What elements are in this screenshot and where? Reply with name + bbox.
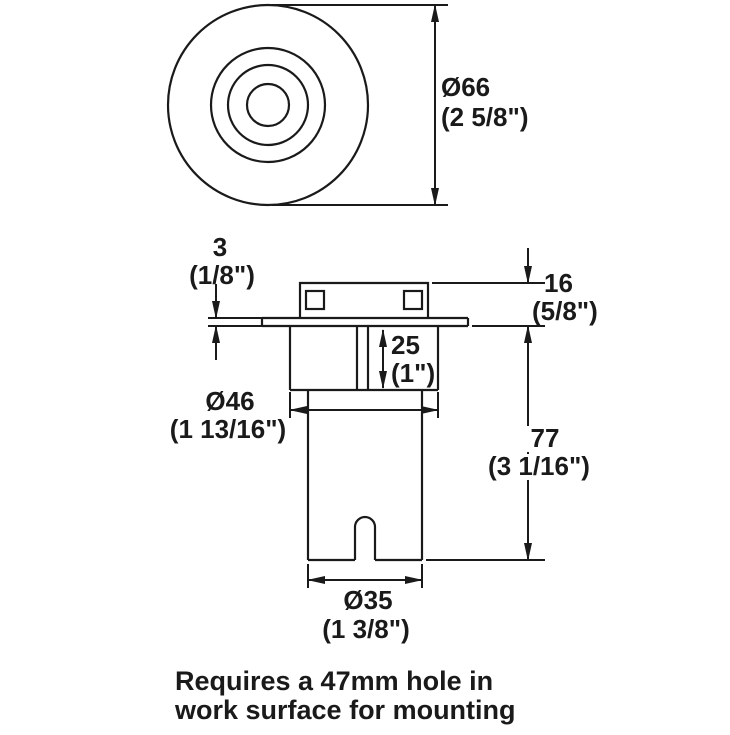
side-section-view <box>260 281 470 562</box>
dimension-labels: Ø66 (2 5/8") 3 (1/8") 16 (5/8") 25 (1") … <box>170 72 598 644</box>
top-view <box>166 3 370 207</box>
dim-66-inches-label: (2 5/8") <box>441 102 528 132</box>
ext-lines-body <box>289 392 439 418</box>
tube-outline <box>306 390 424 562</box>
mounting-note: Requires a 47mm hole in work surface for… <box>174 666 516 725</box>
dim-3-value-label: 3 <box>213 232 227 262</box>
dim-46-value-label: Ø46 <box>205 386 254 416</box>
mounting-note-line2: work surface for mounting <box>174 695 516 725</box>
body-outline <box>288 326 440 392</box>
dim-25-inches-label: (1") <box>391 358 435 388</box>
dim-77-value-label: 77 <box>531 423 560 453</box>
cap-outline <box>298 281 430 318</box>
dim-77-inches-label: (3 1/16") <box>488 451 590 481</box>
dim-35-inches-label: (1 3/8") <box>322 614 409 644</box>
ext-line-flange-left <box>208 317 262 327</box>
dim-46-inches-label: (1 13/16") <box>170 414 286 444</box>
dim-16-inches-label: (5/8") <box>532 296 598 326</box>
dim-3-inches-label: (1/8") <box>189 260 255 290</box>
right-clip <box>402 289 424 311</box>
label-mask-77 <box>518 426 576 452</box>
hole-circle <box>245 82 291 128</box>
bottom-notch <box>353 515 377 560</box>
dim-66-value-label: Ø66 <box>441 72 490 102</box>
outer-rim-circle <box>166 3 370 207</box>
label-mask-77-inches <box>468 454 610 480</box>
dim-25-value-label: 25 <box>391 330 420 360</box>
flange-outline <box>260 316 470 328</box>
body-circle <box>226 63 310 147</box>
left-clip <box>304 289 326 311</box>
dimension-lines <box>208 4 545 588</box>
flange-circle <box>209 46 327 164</box>
mounting-note-line1: Requires a 47mm hole in <box>175 666 493 696</box>
dim-16-value-label: 16 <box>544 268 573 298</box>
dim-35-value-label: Ø35 <box>343 585 392 615</box>
inner-sleeve-lines <box>355 326 370 390</box>
